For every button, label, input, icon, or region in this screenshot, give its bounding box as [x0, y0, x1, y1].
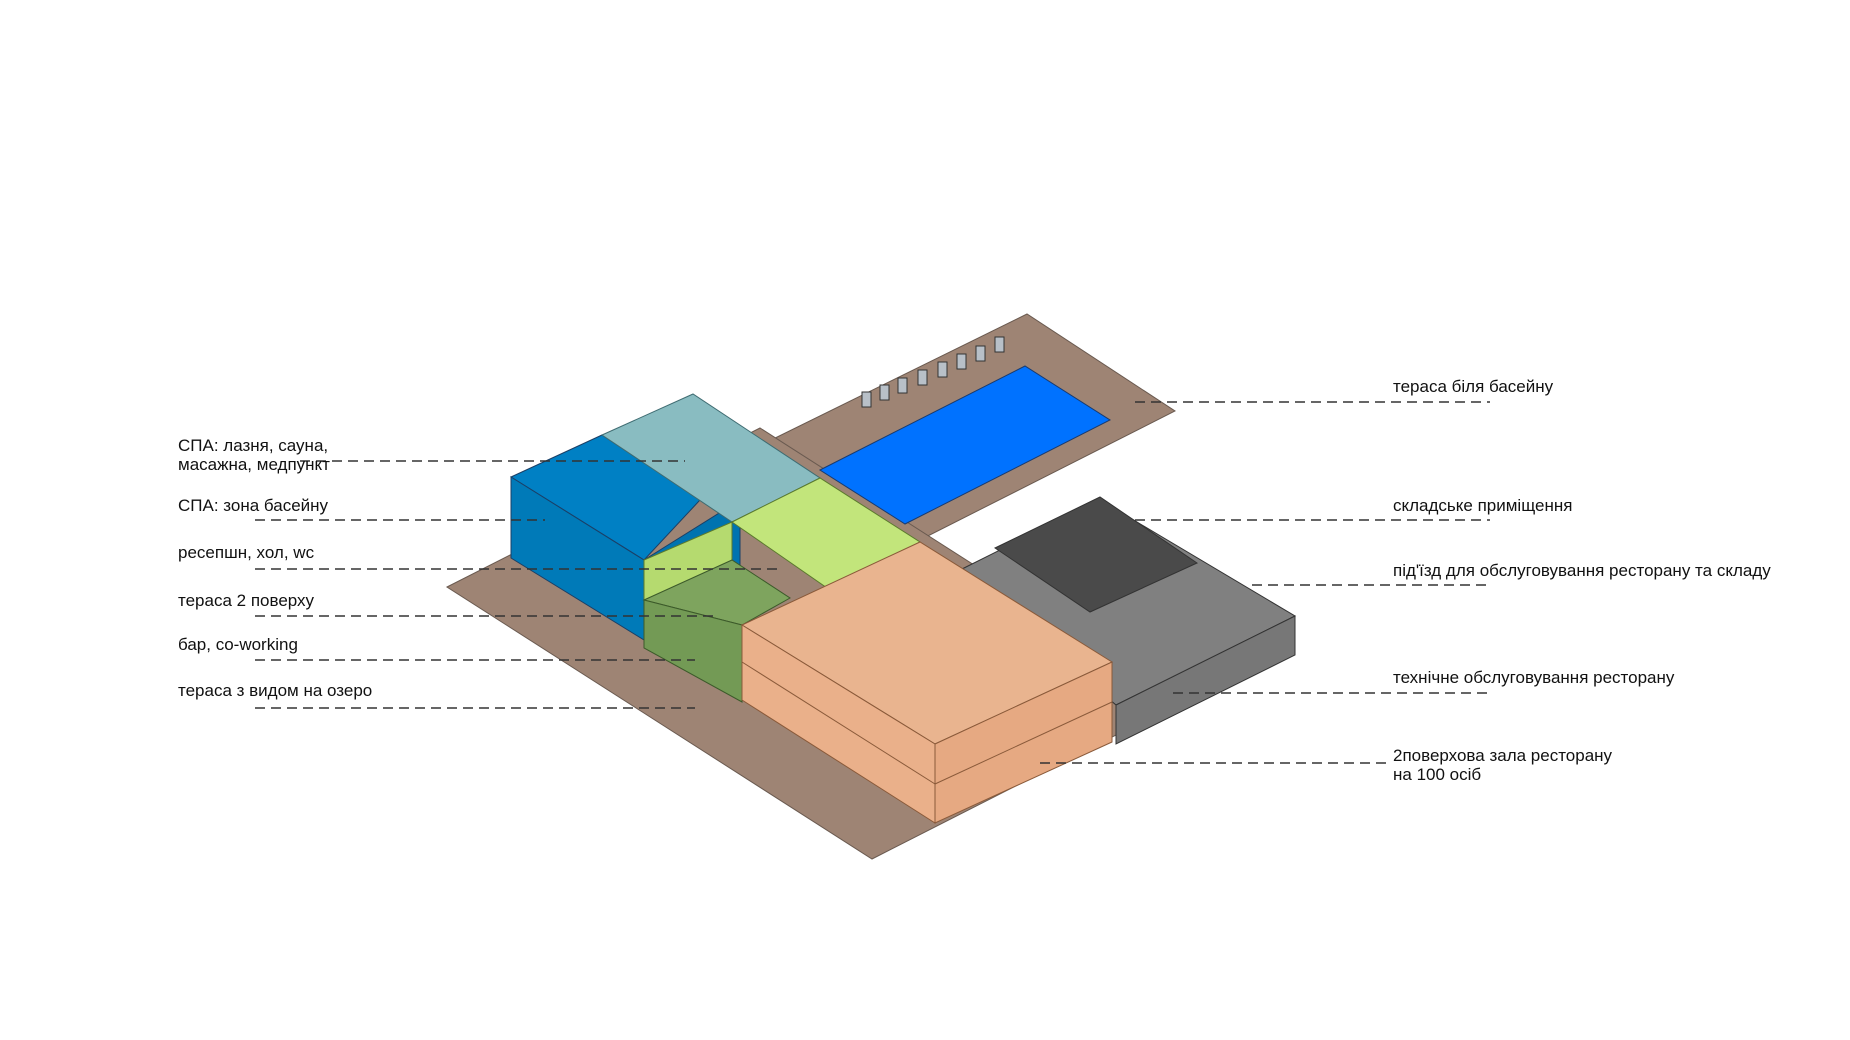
label-terrace-2: тераса 2 поверху [178, 591, 315, 610]
lounger [897, 377, 908, 394]
restaurant-floor-line [741, 661, 936, 785]
lounger [975, 345, 986, 362]
swimming-pool [818, 365, 1112, 525]
label-restaurant-hall: 2поверхова зала ресторану на 100 осіб [1393, 746, 1613, 784]
label-bar: бар, co-working [178, 635, 298, 654]
lounger [879, 384, 890, 401]
restaurant-floor-line [934, 701, 1113, 785]
storage-block [994, 496, 1199, 613]
label-service-drive: під'їзд для обслуговування ресторану та … [1393, 561, 1771, 580]
lounger [917, 369, 928, 386]
lounger [956, 353, 967, 370]
lounger [994, 336, 1005, 353]
lounger [937, 361, 948, 378]
lounger [861, 391, 872, 408]
restaurant-block [740, 541, 1114, 824]
label-spa-pool: СПА: зона басейну [178, 496, 329, 515]
bar-block [642, 559, 791, 703]
service-wing-right-face [1115, 615, 1296, 745]
sun-loungers [861, 336, 1005, 408]
leader-lines [255, 401, 1490, 764]
service-wing [959, 496, 1297, 745]
label-pool-terrace: тераса біля басейну [1393, 377, 1554, 396]
label-terrace-lake: тераса з видом на озеро [178, 681, 373, 700]
label-reception: ресепшн, хол, wc [178, 543, 315, 562]
label-spa-bath: СПА: лазня, сауна, масажна, медпункт [178, 436, 330, 474]
label-tech-service: технічне обслуговування ресторану [1393, 668, 1675, 687]
label-storage: складське приміщення [1393, 496, 1573, 515]
